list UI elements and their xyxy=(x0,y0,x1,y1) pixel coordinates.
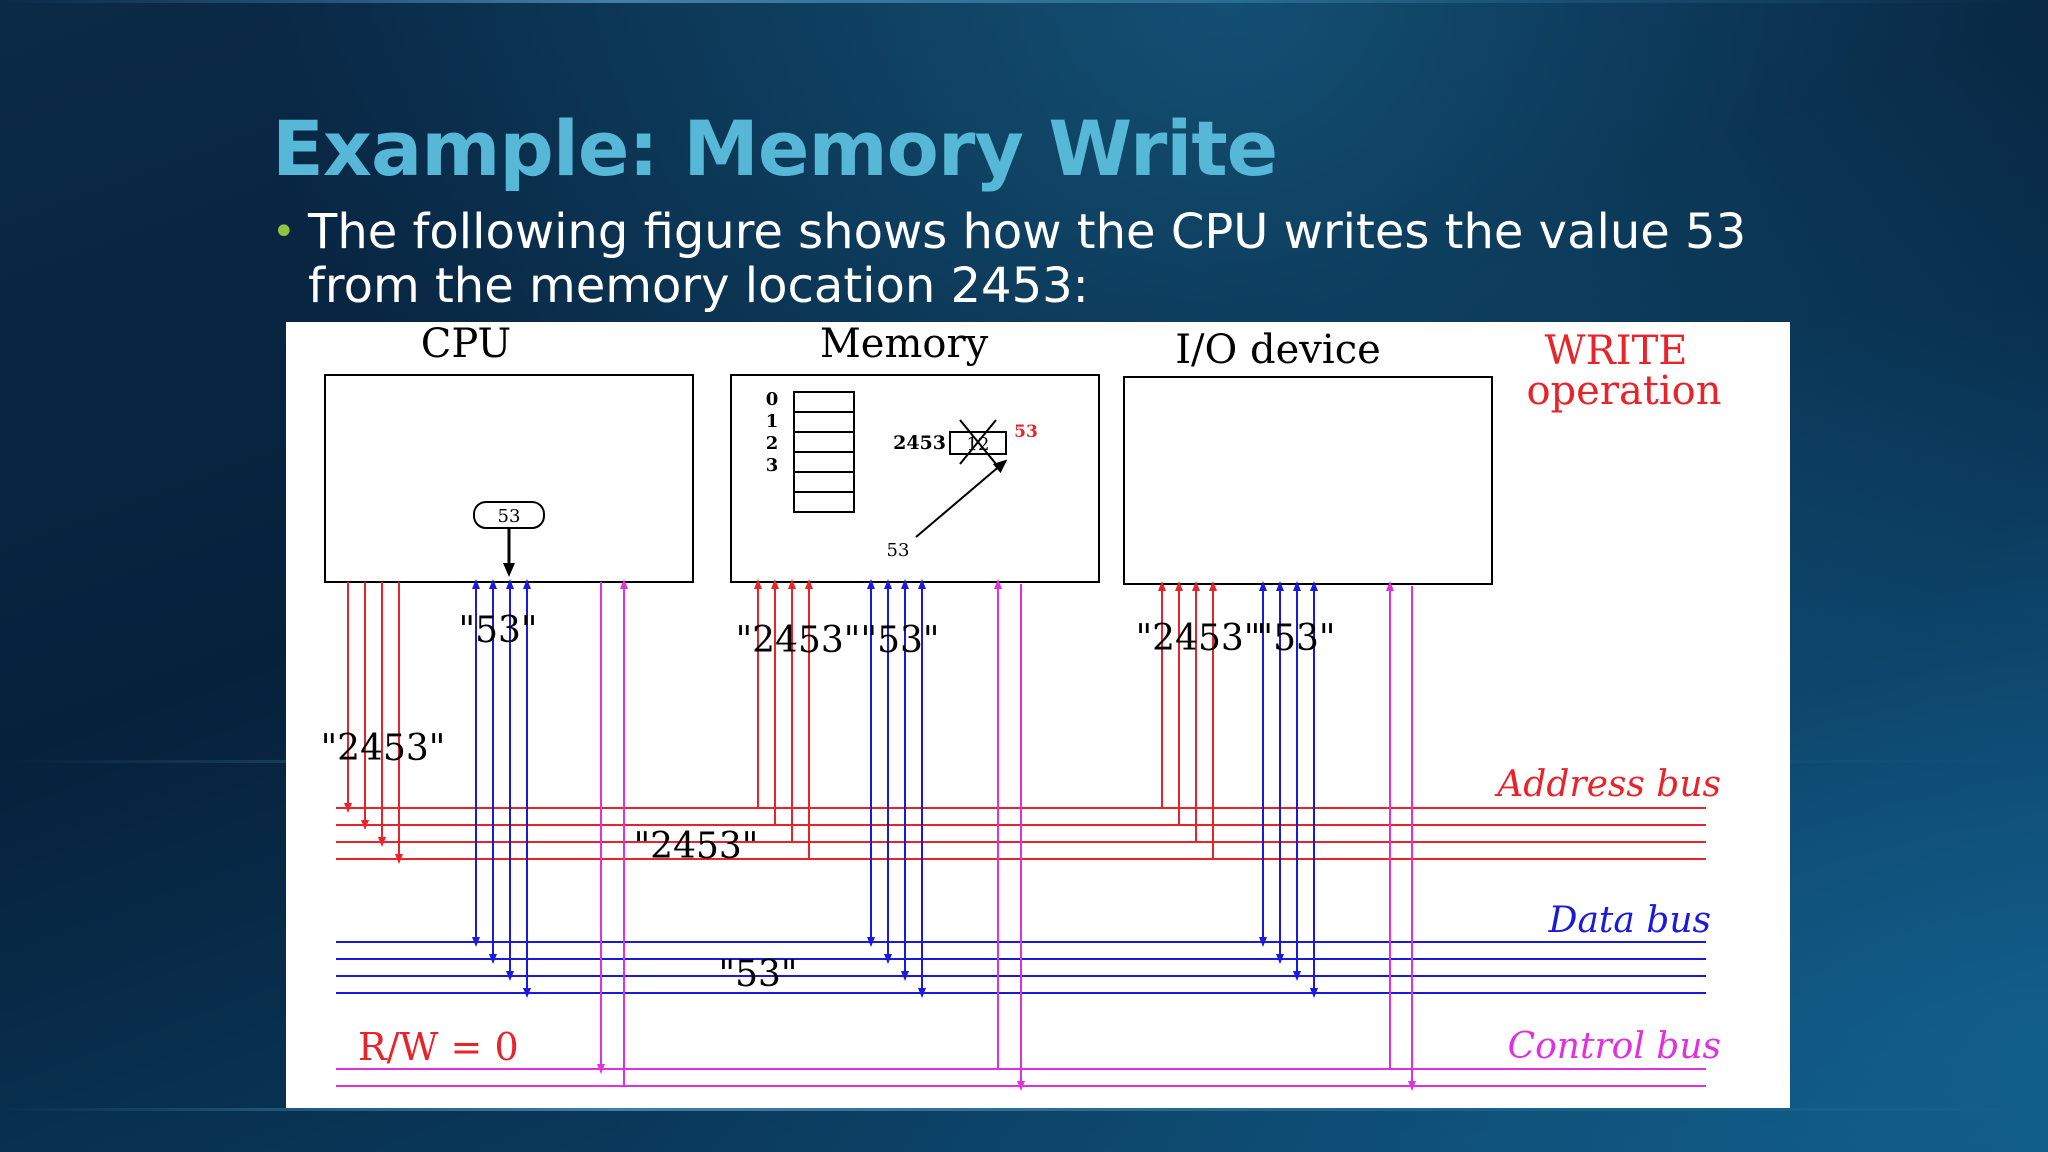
strike-line-b xyxy=(959,419,997,465)
control-bus-label: Control bus xyxy=(1508,1026,1721,1067)
data-bus-value-label: "53" xyxy=(719,954,798,995)
memory-new-value: 53 xyxy=(1014,422,1038,442)
address-bus-label: Address bus xyxy=(1494,764,1721,805)
cpu-label: CPU xyxy=(421,322,512,367)
bus-diagram-svg: CPU Memory I/O device WRITE operation 53… xyxy=(321,322,1722,1091)
cpu-control-lines xyxy=(597,579,628,1086)
write-arrow xyxy=(915,459,1008,538)
cpu-data-lines xyxy=(472,579,531,998)
io-device-box xyxy=(1123,376,1493,585)
address-bus-value-label: "2453" xyxy=(634,826,759,867)
cpu-address-value-label: "2453" xyxy=(321,728,446,769)
io-address-lines xyxy=(1158,581,1217,859)
memory-row-label-2: 2 xyxy=(766,433,779,454)
memory-label: Memory xyxy=(820,322,989,367)
bullet-dot-icon: • xyxy=(272,209,296,255)
cpu-data-value-label: "53" xyxy=(459,610,538,651)
memory-data-lines xyxy=(867,579,926,998)
bullet-text: The following figure shows how the CPU w… xyxy=(308,204,1747,314)
rw-signal-label: R/W = 0 xyxy=(358,1025,519,1069)
memory-control-lines xyxy=(994,579,1025,1091)
memory-data-value-label: "53" xyxy=(861,620,940,661)
io-data-lines xyxy=(1259,581,1318,998)
io-data-value-label: "53" xyxy=(1257,618,1336,659)
incoming-value-label: 53 xyxy=(887,540,910,561)
memory-row-label-3: 3 xyxy=(766,455,779,476)
io-control-lines xyxy=(1386,581,1416,1091)
data-bus-label: Data bus xyxy=(1548,900,1711,941)
io-address-value-label: "2453" xyxy=(1136,618,1261,659)
bullet-point: • The following figure shows how the CPU… xyxy=(272,205,1832,313)
memory-address-lines xyxy=(754,579,813,859)
memory-row-label-1: 1 xyxy=(766,411,779,432)
slide-title: Example: Memory Write xyxy=(272,104,1278,193)
memory-array xyxy=(793,391,855,513)
cpu-register-value: 53 xyxy=(498,506,521,527)
io-device-label: I/O device xyxy=(1175,327,1381,373)
memory-row-label-0: 0 xyxy=(766,389,779,410)
operation-title-line1: WRITE xyxy=(1545,328,1688,374)
operation-title-line2: operation xyxy=(1526,368,1721,414)
bus-diagram: CPU Memory I/O device WRITE operation 53… xyxy=(286,322,1790,1108)
memory-address-label: 2453 xyxy=(893,432,946,454)
top-highlight xyxy=(0,0,2048,3)
cpu-address-lines xyxy=(344,582,403,864)
bottom-highlight xyxy=(0,1108,2048,1111)
memory-box xyxy=(730,374,1100,583)
memory-cell-2453 xyxy=(949,431,1007,455)
memory-address-value-label: "2453" xyxy=(736,620,861,661)
